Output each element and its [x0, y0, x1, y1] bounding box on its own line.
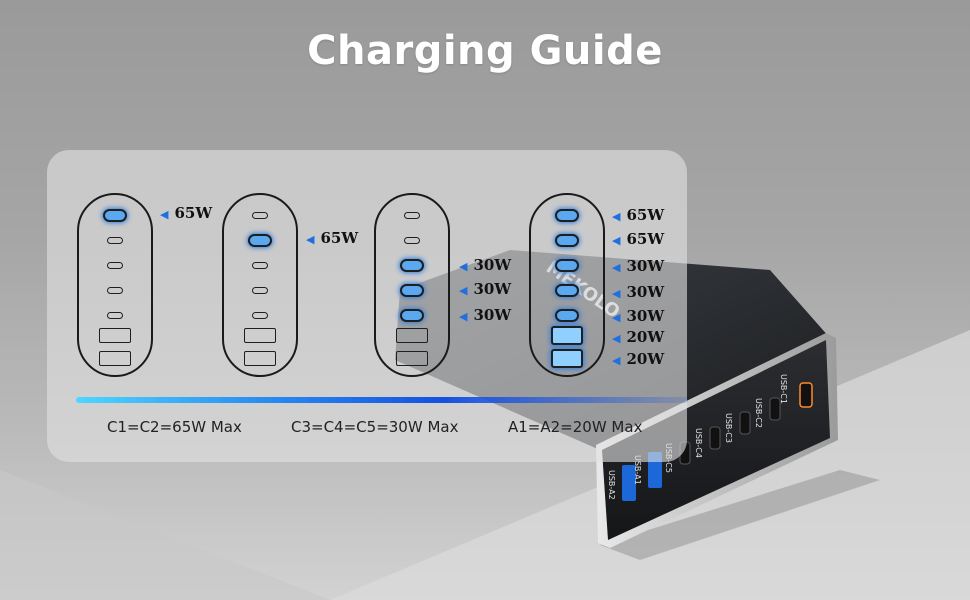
arrow-left-icon: ◀	[459, 310, 468, 323]
usb-a-port	[244, 350, 276, 366]
hub-diagram-3	[374, 193, 450, 377]
caption-c1-c2: C1=C2=65W Max	[107, 418, 242, 436]
arrow-left-icon: ◀	[612, 210, 621, 223]
wattage-value: 65W	[320, 229, 359, 247]
wattage-value: 65W	[626, 206, 665, 224]
usb-a-port-active	[551, 348, 583, 368]
power-gradient-bar	[76, 397, 688, 403]
wattage-label: ◀ 30W	[459, 279, 511, 299]
usb-c-port-active	[555, 283, 579, 297]
usb-c-port-active	[400, 283, 424, 297]
wattage-label: ◀ 30W	[459, 305, 511, 325]
wattage-value: 20W	[626, 350, 665, 368]
usb-a-port	[99, 327, 131, 343]
usb-a-port	[396, 327, 428, 343]
usb-c-port	[107, 311, 123, 319]
usb-a-port	[99, 350, 131, 366]
page-title: Charging Guide	[307, 28, 663, 74]
caption-c3-c5: C3=C4=C5=30W Max	[291, 418, 459, 436]
wattage-value: 20W	[626, 328, 665, 346]
wattage-value: 30W	[626, 257, 665, 275]
wattage-label: ◀ 30W	[459, 255, 511, 275]
arrow-left-icon: ◀	[459, 260, 468, 273]
wattage-label: ◀ 65W	[160, 203, 212, 223]
arrow-left-icon: ◀	[612, 354, 621, 367]
usb-c-port	[252, 286, 268, 294]
wattage-label: ◀ 30W	[612, 282, 664, 302]
wattage-label: ◀ 30W	[612, 256, 664, 276]
usb-c-port-active	[555, 208, 579, 222]
wattage-value: 30W	[473, 280, 512, 298]
hub-diagram-1	[77, 193, 153, 377]
usb-c-port	[252, 261, 268, 269]
wattage-label: ◀ 65W	[612, 205, 664, 225]
arrow-left-icon: ◀	[459, 284, 468, 297]
usb-c-port	[252, 311, 268, 319]
wattage-value: 65W	[626, 230, 665, 248]
usb-c-port-active	[103, 208, 127, 222]
arrow-left-icon: ◀	[612, 287, 621, 300]
arrow-left-icon: ◀	[612, 234, 621, 247]
wattage-label: ◀ 65W	[612, 229, 664, 249]
arrow-left-icon: ◀	[612, 332, 621, 345]
wattage-label: ◀ 20W	[612, 349, 664, 369]
arrow-left-icon: ◀	[306, 233, 315, 246]
arrow-left-icon: ◀	[612, 261, 621, 274]
wattage-value: 30W	[473, 256, 512, 274]
usb-c-port-active	[400, 258, 424, 272]
caption-a1-a2: A1=A2=20W Max	[508, 418, 643, 436]
usb-c-port	[107, 261, 123, 269]
wattage-label: ◀ 30W	[612, 306, 664, 326]
wattage-label: ◀ 65W	[306, 228, 358, 248]
usb-a-port	[244, 327, 276, 343]
hub-diagram-2	[222, 193, 298, 377]
usb-c-port	[107, 286, 123, 294]
arrow-left-icon: ◀	[160, 208, 169, 221]
usb-c-port-active	[555, 308, 579, 322]
usb-c-port	[404, 236, 420, 244]
hub-diagram-4	[529, 193, 605, 377]
arrow-left-icon: ◀	[612, 311, 621, 324]
wattage-value: 65W	[174, 204, 213, 222]
usb-a-port-active	[551, 325, 583, 345]
wattage-value: 30W	[626, 307, 665, 325]
usb-a-port	[396, 350, 428, 366]
wattage-label: ◀ 20W	[612, 327, 664, 347]
wattage-value: 30W	[473, 306, 512, 324]
usb-c-port	[107, 236, 123, 244]
wattage-value: 30W	[626, 283, 665, 301]
usb-c-port-active	[248, 233, 272, 247]
usb-c-port	[404, 211, 420, 219]
usb-c-port-active	[555, 258, 579, 272]
usb-c-port-active	[555, 233, 579, 247]
usb-c-port	[252, 211, 268, 219]
usb-c-port-active	[400, 308, 424, 322]
